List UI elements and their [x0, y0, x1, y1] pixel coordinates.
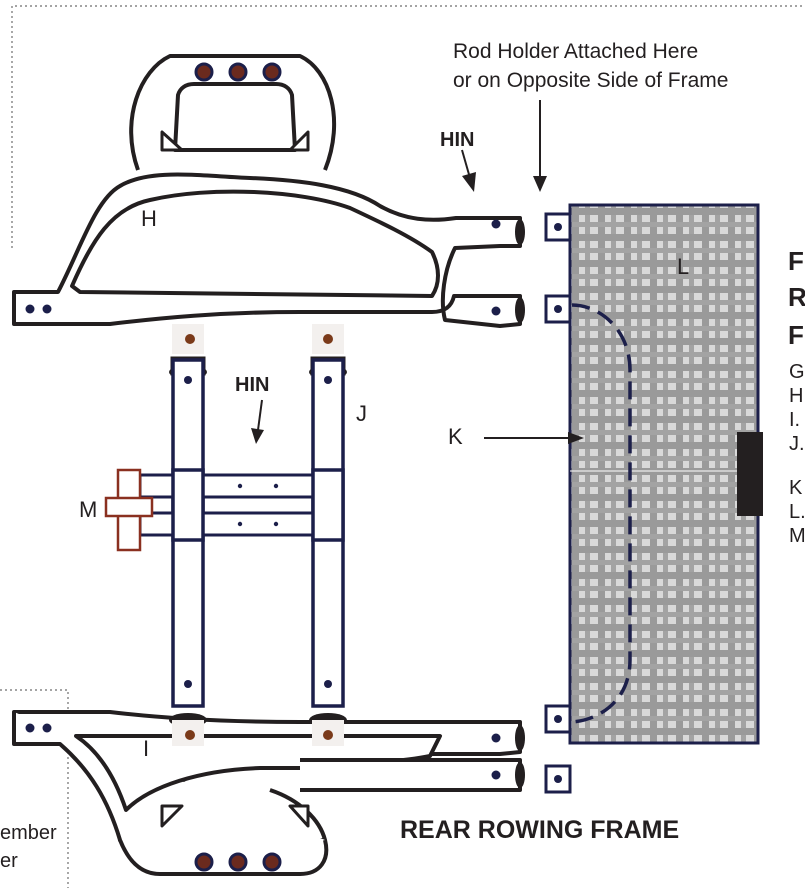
part-label-j: J: [356, 401, 367, 426]
frame-i-bolts: [25, 723, 525, 872]
fragment-member: ember: [0, 822, 57, 844]
side-list-item-5: K: [789, 477, 803, 499]
mesh-brackets: [544, 212, 572, 794]
side-list-item-4: J.: [789, 433, 805, 455]
side-list-item-6: L.: [789, 501, 805, 523]
dotted-border-top: [11, 5, 805, 248]
cross-bars: [138, 468, 345, 542]
hin-label-center: HIN: [235, 374, 270, 396]
part-label-m: M: [79, 497, 98, 522]
leader-arrows: [251, 100, 584, 444]
part-label-h: H: [141, 206, 157, 231]
side-frame-h: [12, 54, 522, 328]
side-frame-i: [12, 710, 522, 876]
rod-holder-annotation-line1: Rod Holder Attached Here: [453, 40, 699, 63]
side-heading-1: F: [788, 246, 804, 276]
bracket-bolts: [554, 223, 562, 783]
side-heading-2: R: [788, 282, 805, 312]
hin-label-upper: HIN: [440, 129, 475, 151]
frame-h-bolts: [25, 62, 525, 323]
side-list-item-3: I.: [789, 409, 801, 431]
part-label-i: I: [143, 736, 150, 761]
clamp-m: [104, 468, 154, 552]
rod-holder-annotation-line2: or on Opposite Side of Frame: [453, 69, 729, 92]
dotted-border-bottom: [0, 689, 69, 888]
dashed-outline-k: [571, 303, 632, 724]
part-label-k: K: [448, 424, 463, 449]
side-list-item-1: G: [789, 361, 805, 383]
side-list-item-7: M: [789, 525, 805, 547]
side-heading-3: F: [788, 320, 804, 350]
side-list-item-2: H: [789, 385, 804, 407]
fragment-er: er: [0, 850, 18, 872]
mesh-panel-l: [568, 203, 763, 745]
diagram-title: REAR ROWING FRAME: [400, 816, 680, 844]
part-label-l: L: [677, 254, 690, 279]
